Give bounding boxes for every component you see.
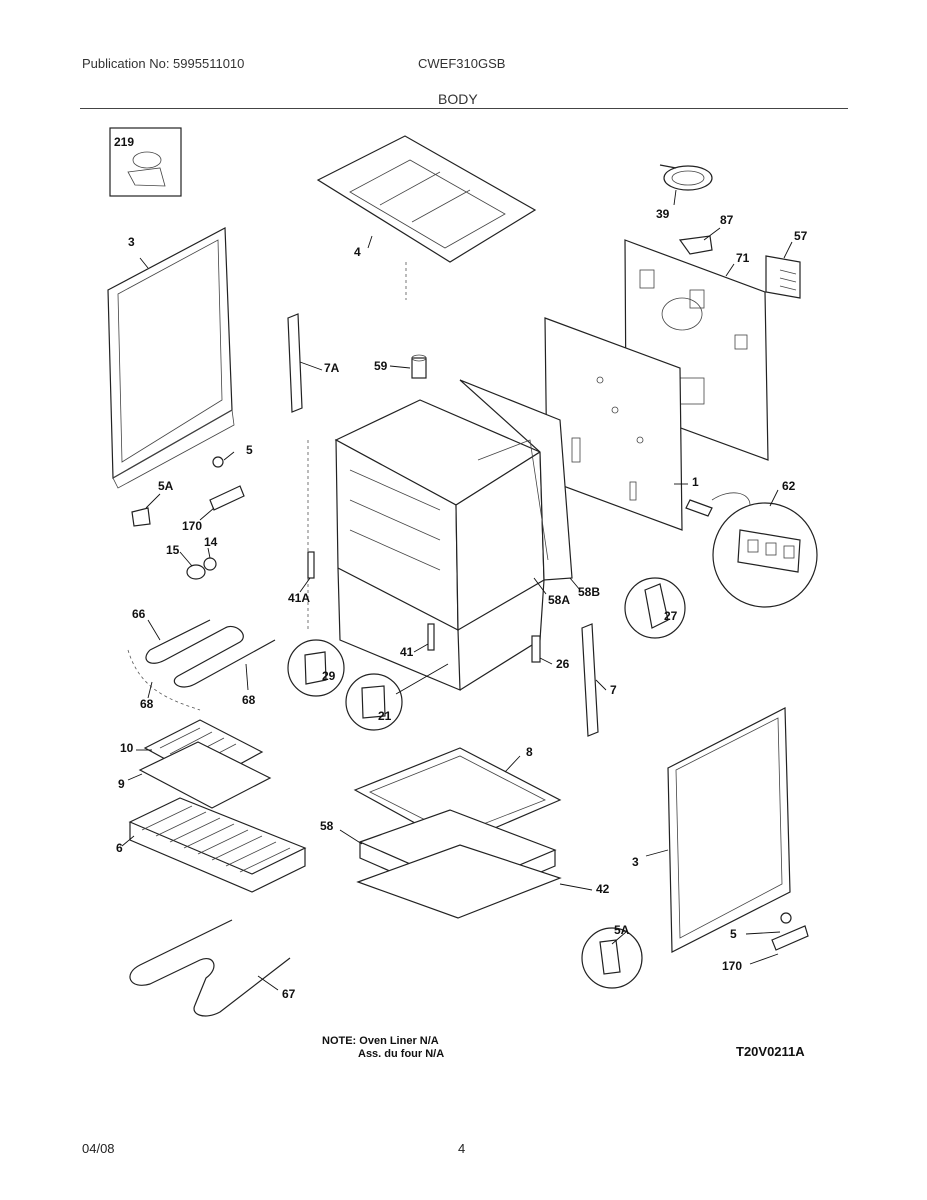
callout-15: 15	[166, 543, 180, 557]
callout-5a: 5A	[158, 479, 174, 493]
footer-date: 04/08	[82, 1141, 115, 1156]
callout-58b: 58B	[578, 585, 600, 599]
callout-219: 219	[114, 135, 134, 149]
callout-58a: 58A	[548, 593, 570, 607]
part-5A-leg-inset-right	[581, 927, 643, 989]
callout-68: 68	[242, 693, 256, 707]
callout-4: 4	[354, 245, 361, 259]
callout-170: 170	[722, 959, 742, 973]
callout-27: 27	[664, 609, 678, 623]
callout-9: 9	[118, 777, 125, 791]
part-59-leveling-leg	[411, 354, 427, 379]
part-21-clip-inset	[345, 663, 449, 731]
callout-14: 14	[204, 535, 218, 549]
callout-7a: 7A	[324, 361, 340, 375]
callout-26: 26	[556, 657, 570, 671]
part-68-insulation-left	[127, 649, 201, 711]
callout-3: 3	[632, 855, 639, 869]
callout-5a: 5A	[614, 923, 630, 937]
callout-8: 8	[526, 745, 533, 759]
callout-41a: 41A	[288, 591, 310, 605]
part-7-hinge-receptacle	[581, 623, 599, 737]
header-rule	[80, 108, 848, 109]
part-219-inset	[109, 127, 182, 197]
callout-7: 7	[610, 683, 617, 697]
part-7A-hinge-receptacle	[287, 313, 303, 413]
part-87-bracket	[678, 235, 713, 255]
part-9-broiler-pan	[138, 741, 272, 809]
callout-41: 41	[400, 645, 414, 659]
part-4-top-panel	[316, 135, 537, 300]
part-41-hinge-receptacle	[427, 623, 435, 651]
publication-number: Publication No: 5995511010	[82, 56, 245, 71]
page-number: 4	[458, 1141, 466, 1156]
part-3-right-side-panel	[667, 707, 791, 953]
part-57-label	[765, 255, 801, 299]
part-62-terminal-block-inset	[685, 492, 818, 608]
callout-6: 6	[116, 841, 123, 855]
callout-57: 57	[794, 229, 808, 243]
part-170-bracket-left	[209, 485, 245, 511]
oven-cavity-liner	[307, 399, 545, 691]
part-39-power-cord	[659, 164, 713, 191]
oven-liner-note: NOTE: Oven Liner N/A Ass. du four N/A	[322, 1035, 444, 1061]
callout-67: 67	[282, 987, 296, 1001]
callout-59: 59	[374, 359, 388, 373]
callout-29: 29	[322, 669, 336, 683]
callout-10: 10	[120, 741, 134, 755]
callout-71: 71	[736, 251, 750, 265]
part-3-left-side-panel	[107, 227, 235, 489]
part-67-bake-element	[129, 919, 291, 1017]
part-27-bracket-inset	[624, 577, 686, 639]
callout-3: 3	[128, 235, 135, 249]
callout-62: 62	[782, 479, 796, 493]
part-5-screw-right	[780, 912, 792, 924]
callout-5: 5	[730, 927, 737, 941]
part-29-clip-inset	[287, 639, 345, 697]
part-5A-leg-left	[131, 507, 151, 527]
leader-lines	[121, 189, 793, 991]
callout-68: 68	[140, 697, 154, 711]
callout-87: 87	[720, 213, 734, 227]
note-line-1: NOTE: Oven Liner N/A	[322, 1035, 439, 1047]
part-170-bracket-right	[771, 925, 809, 951]
part-42-bottom-shield	[356, 844, 562, 919]
part-58A-58B-insulation	[459, 379, 573, 581]
callout-58: 58	[320, 819, 334, 833]
note-line-2: Ass. du four N/A	[358, 1048, 445, 1060]
callout-5: 5	[246, 443, 253, 457]
part-6-oven-rack	[128, 797, 307, 893]
part-41A-hinge-receptacle	[307, 551, 315, 579]
callout-21: 21	[378, 709, 392, 723]
part-26-spacer	[531, 635, 541, 663]
diagram-code: T20V0211A	[736, 1044, 805, 1059]
model-number: CWEF310GSB	[418, 56, 506, 71]
callout-66: 66	[132, 607, 146, 621]
callout-39: 39	[656, 207, 670, 221]
part-5-screw-left	[212, 456, 224, 468]
part-66-broil-element	[145, 619, 276, 688]
callout-170: 170	[182, 519, 202, 533]
part-15-knob	[186, 564, 206, 580]
callout-1: 1	[692, 475, 699, 489]
section-title: BODY	[438, 91, 478, 107]
callout-42: 42	[596, 882, 610, 896]
part-14-spring	[203, 557, 217, 571]
